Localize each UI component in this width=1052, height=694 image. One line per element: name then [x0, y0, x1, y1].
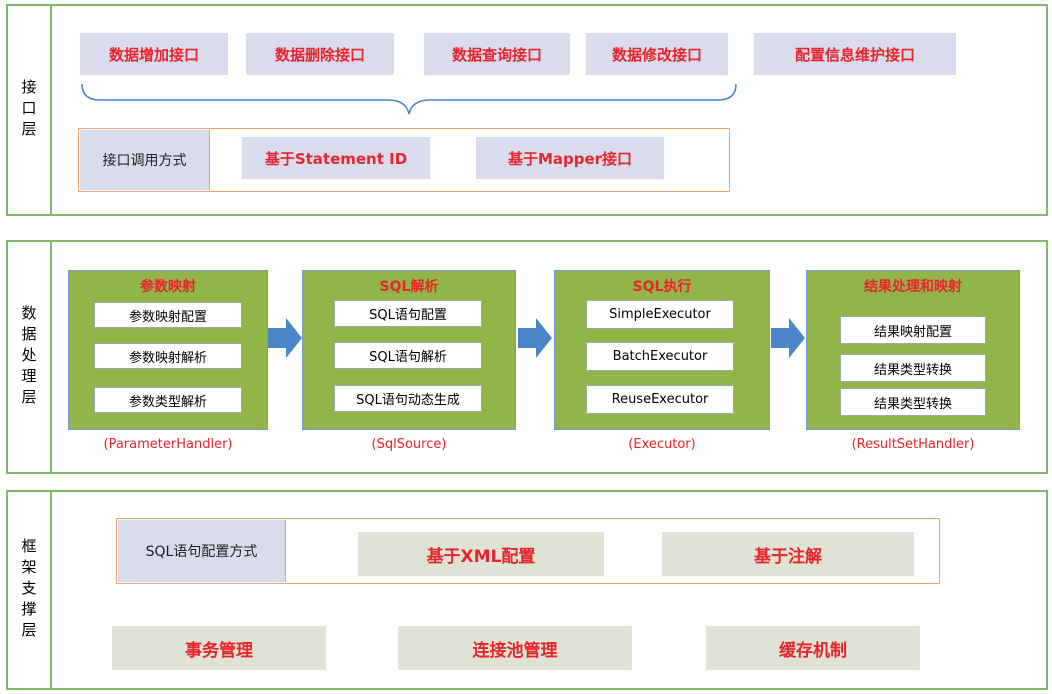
interface-layer-label: 接口层: [19, 78, 38, 142]
stage-item: 参数映射配置: [94, 302, 242, 328]
flow-arrow-icon: [268, 318, 302, 358]
stage-handler: (SqlSource): [371, 437, 447, 452]
stage-title: 结果处理和映射: [864, 279, 962, 295]
call-method-label: 接口调用方式: [80, 130, 210, 190]
flow-arrow-icon: [771, 318, 805, 358]
feature-cache[interactable]: 缓存机制: [706, 626, 920, 670]
stage-title: 参数映射: [140, 279, 196, 295]
feature-transaction[interactable]: 事务管理: [112, 626, 326, 670]
sql-config-label: SQL语句配置方式: [118, 520, 286, 582]
interface-layer-label-cell: 接口层: [8, 6, 52, 214]
stage-title: SQL执行: [632, 279, 692, 295]
api-chip-update[interactable]: 数据修改接口: [586, 33, 728, 75]
processing-layer-label: 数据处理层: [19, 304, 38, 410]
api-group-brace: [81, 83, 737, 115]
stage-title: SQL解析: [379, 279, 439, 295]
flow-arrow-icon: [518, 318, 552, 358]
stage-handler: (ResultSetHandler): [851, 437, 975, 452]
config-method-annotation[interactable]: 基于注解: [662, 532, 914, 576]
stage-item: SimpleExecutor: [586, 300, 734, 329]
support-layer-label: 框架支撑层: [19, 537, 38, 643]
stage-item: ReuseExecutor: [586, 385, 734, 414]
api-chip-query[interactable]: 数据查询接口: [424, 33, 570, 75]
config-method-xml[interactable]: 基于XML配置: [358, 532, 604, 576]
stage-handler: (Executor): [628, 437, 696, 452]
stage-item: 结果类型转换: [840, 354, 986, 382]
stage-item: 结果映射配置: [840, 316, 986, 344]
stage-item: SQL语句动态生成: [334, 385, 482, 412]
stage-item: 参数类型解析: [94, 387, 242, 413]
support-layer-label-cell: 框架支撑层: [8, 492, 52, 688]
api-chip-delete[interactable]: 数据删除接口: [246, 33, 394, 75]
feature-connection-pool[interactable]: 连接池管理: [398, 626, 632, 670]
call-method-mapper[interactable]: 基于Mapper接口: [476, 137, 664, 179]
stage-item: 参数映射解析: [94, 343, 242, 369]
call-method-statement-id[interactable]: 基于Statement ID: [242, 137, 430, 179]
api-chip-config[interactable]: 配置信息维护接口: [754, 33, 956, 75]
stage-item: SQL语句配置: [334, 300, 482, 327]
stage-item: SQL语句解析: [334, 342, 482, 369]
stage-handler: (ParameterHandler): [103, 437, 233, 452]
stage-item: 结果类型转换: [840, 388, 986, 416]
stage-item: BatchExecutor: [586, 342, 734, 371]
api-chip-add[interactable]: 数据增加接口: [80, 33, 228, 75]
processing-layer-label-cell: 数据处理层: [8, 242, 52, 472]
